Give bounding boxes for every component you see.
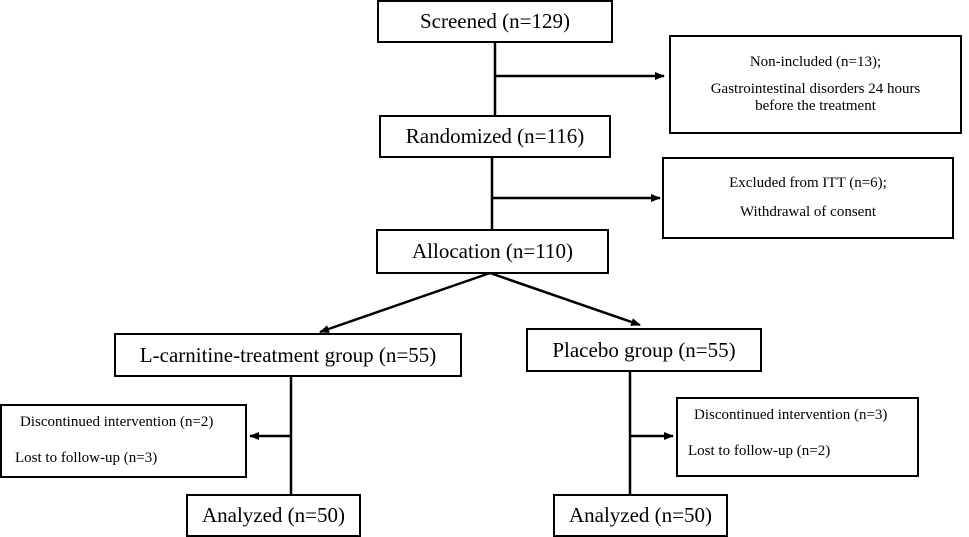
lcarnitine-lost: Lost to follow-up (n=3) <box>15 450 158 466</box>
excluded-itt-reason: Withdrawal of consent <box>739 204 877 220</box>
excluded-itt-box: Excluded from ITT (n=6); Withdrawal of c… <box>662 157 954 239</box>
placebo-losses-box: Discontinued intervention (n=3) Lost to … <box>676 397 919 477</box>
excluded-itt-title: Excluded from ITT (n=6); <box>729 175 887 191</box>
randomized-label: Randomized (n=116) <box>405 124 585 148</box>
screened-label: Screened (n=129) <box>419 9 571 33</box>
non-included-box: Non-included (n=13); Gastrointestinal di… <box>669 35 962 134</box>
lcarnitine-analyzed-label: Analyzed (n=50) <box>201 503 346 527</box>
placebo-discontinued: Discontinued intervention (n=3) <box>694 407 888 423</box>
allocation-label: Allocation (n=110) <box>412 239 573 263</box>
placebo-analyzed-label: Analyzed (n=50) <box>568 503 713 527</box>
placebo-analyzed-box: Analyzed (n=50) <box>553 494 728 537</box>
lcarnitine-discontinued: Discontinued intervention (n=2) <box>20 414 214 430</box>
screened-box: Screened (n=129) <box>377 0 613 43</box>
randomized-box: Randomized (n=116) <box>379 115 611 158</box>
allocation-box: Allocation (n=110) <box>376 229 609 274</box>
placebo-lost: Lost to follow-up (n=2) <box>688 443 831 459</box>
lcarnitine-group-label: L-carnitine-treatment group (n=55) <box>139 342 437 367</box>
non-included-reason-line2: before the treatment <box>755 98 876 114</box>
arrow-to-lcarnitine-group <box>319 271 491 334</box>
non-included-title: Non-included (n=13); <box>749 54 882 70</box>
arrow-to-placebo-group <box>489 271 641 327</box>
placebo-group-label: Placebo group (n=55) <box>552 337 736 362</box>
lcarnitine-analyzed-box: Analyzed (n=50) <box>186 494 361 537</box>
lcarnitine-losses-box: Discontinued intervention (n=2) Lost to … <box>0 404 247 478</box>
lcarnitine-group-box: L-carnitine-treatment group (n=55) <box>114 333 462 377</box>
non-included-reason-line1: Gastrointestinal disorders 24 hours <box>710 81 921 97</box>
placebo-group-box: Placebo group (n=55) <box>526 328 762 372</box>
